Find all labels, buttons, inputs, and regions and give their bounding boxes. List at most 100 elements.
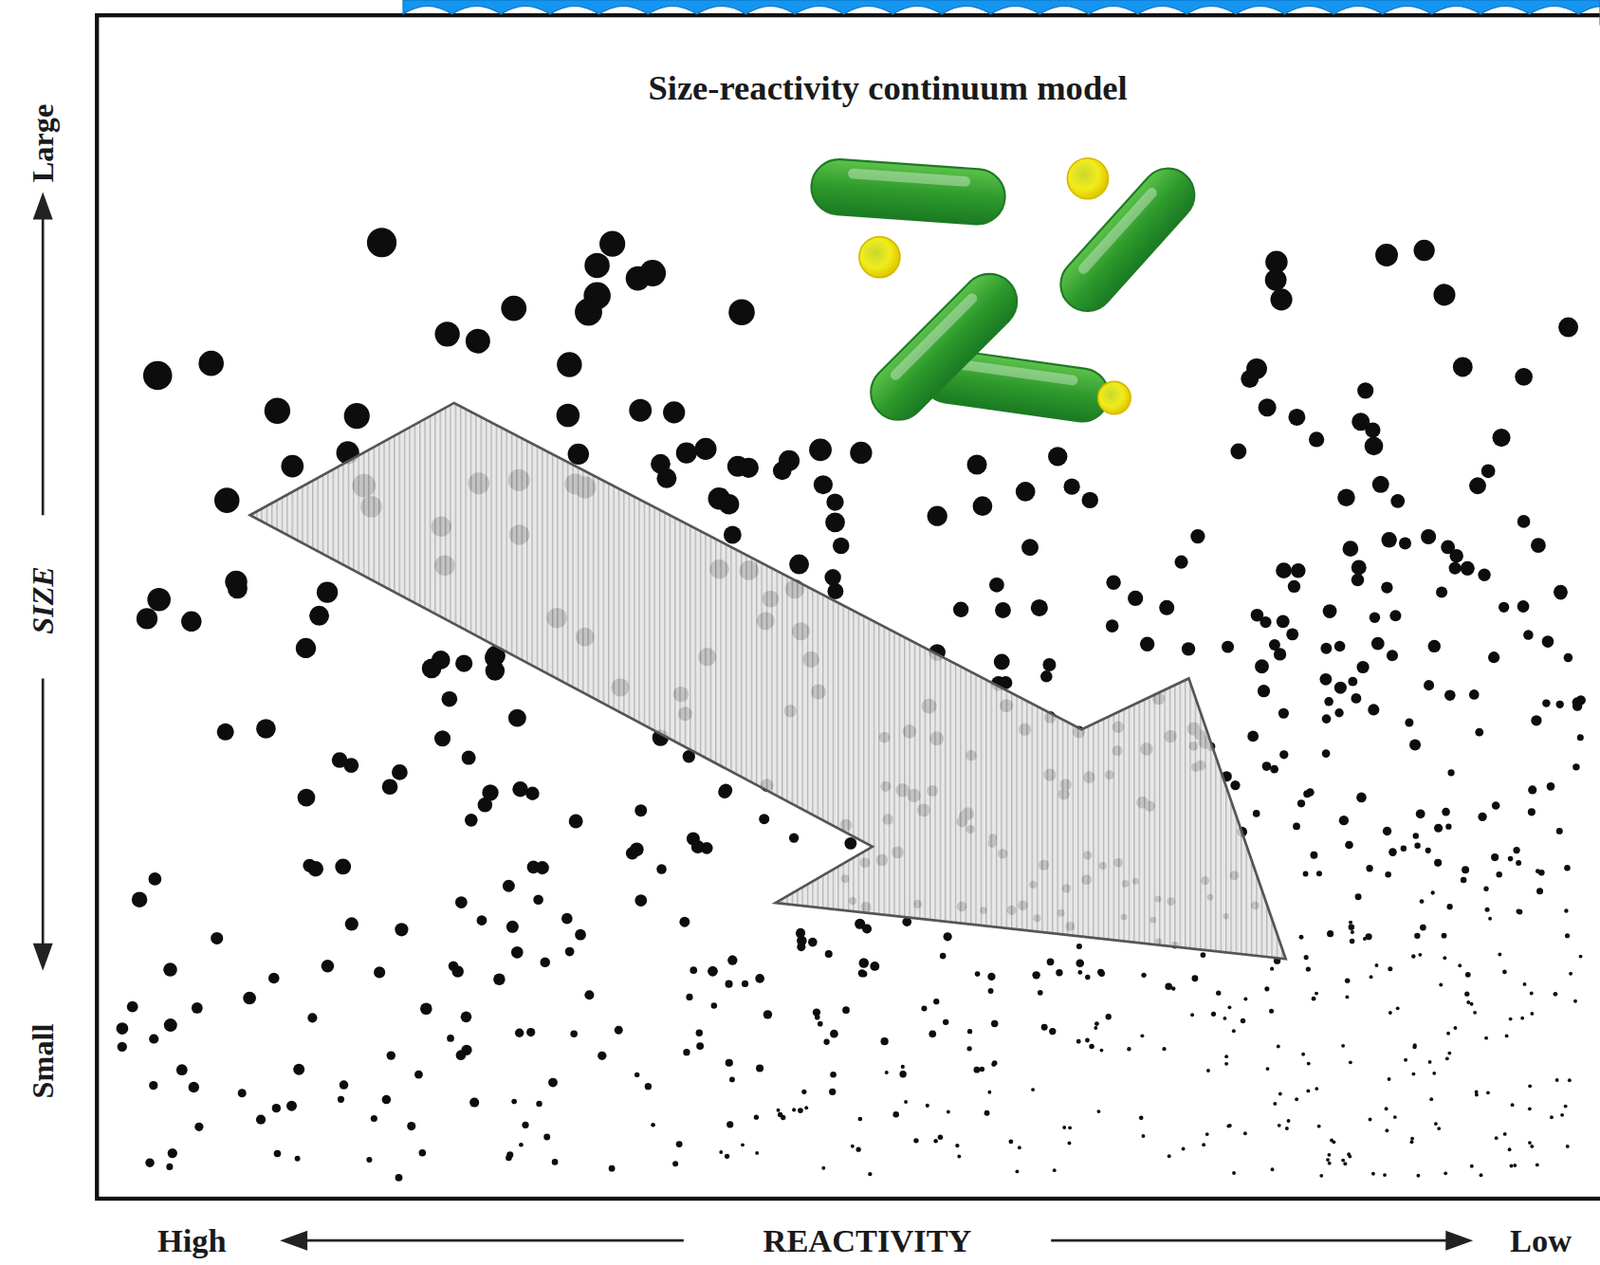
particle-dot	[1258, 398, 1277, 417]
particle-dot	[717, 785, 732, 799]
particle-dot	[316, 581, 338, 603]
particle-dot	[331, 752, 349, 769]
particle-dot	[1094, 1021, 1100, 1027]
particle-dot	[741, 980, 749, 988]
axis-end-label: Small	[27, 1023, 58, 1099]
particle-dot	[1221, 641, 1234, 654]
particle-dot	[1030, 1087, 1035, 1092]
particle-dot	[1317, 1124, 1322, 1129]
particle-dot	[727, 955, 737, 965]
particle-dot	[1191, 974, 1198, 982]
particle-dot	[955, 1143, 959, 1148]
particle-dot	[1140, 973, 1146, 978]
particle-dot	[1413, 832, 1419, 839]
particle-dot	[145, 1158, 154, 1167]
particle-dot	[1410, 1137, 1415, 1141]
particle-dot	[1326, 1153, 1331, 1158]
particle-dot	[979, 1066, 985, 1072]
particle-dot	[780, 1115, 786, 1121]
particle-dot	[116, 1022, 129, 1035]
particle-dot	[754, 1115, 759, 1121]
particle-dot	[1579, 955, 1583, 959]
particle-dot	[1264, 986, 1269, 992]
particle-dot	[307, 1012, 317, 1023]
particle-dot	[1339, 815, 1349, 826]
particle-dot	[928, 1029, 937, 1038]
particle-dot	[1098, 970, 1105, 977]
particle-dot	[676, 1140, 683, 1148]
particle-dot	[1470, 1002, 1474, 1007]
particle-dot	[217, 723, 235, 741]
particle-dot	[892, 1111, 900, 1119]
particle-dot	[1572, 700, 1582, 711]
particle-dot	[148, 1033, 159, 1044]
particle-dot	[808, 937, 818, 948]
particle-dot	[321, 959, 335, 974]
particle-dot	[953, 602, 969, 618]
particle-dot	[1337, 489, 1356, 508]
particle-dot	[1105, 619, 1120, 633]
particle-dot	[569, 814, 584, 829]
particle-dot	[1063, 478, 1080, 496]
particle-dot	[1444, 689, 1456, 701]
particle-dot	[656, 864, 666, 874]
particle-dot	[676, 442, 698, 464]
axis-title: REACTIVITY	[763, 1224, 973, 1257]
particle-dot	[1490, 853, 1499, 862]
particle-dot	[1563, 864, 1571, 872]
particle-dot	[344, 403, 370, 429]
particle-dot	[1382, 1173, 1387, 1178]
particle-dot	[1512, 1163, 1517, 1168]
particle-dot	[1181, 1147, 1186, 1152]
particle-dot	[1558, 317, 1579, 338]
particle-dot	[1356, 661, 1369, 674]
particle-dot	[1309, 851, 1318, 860]
particle-dot	[568, 443, 589, 465]
particle-dot	[809, 438, 832, 461]
particle-dot	[920, 1006, 927, 1012]
particle-dot	[1449, 562, 1462, 575]
particle-dots	[116, 227, 1586, 1182]
particle-dot	[148, 1081, 158, 1090]
particle-dot	[1266, 1066, 1270, 1071]
particle-dot	[1126, 1047, 1131, 1051]
particle-dot	[1067, 1141, 1072, 1146]
particle-dot	[795, 928, 806, 938]
particle-dot	[441, 691, 459, 708]
particle-dot	[1508, 1147, 1512, 1152]
particle-dot	[625, 266, 651, 292]
particle-dot	[1075, 958, 1085, 968]
particle-dot	[242, 992, 257, 1006]
particle-dot	[634, 1072, 640, 1078]
particle-dot	[1411, 1072, 1416, 1077]
particle-dot	[1278, 1092, 1283, 1097]
particle-dot	[913, 1138, 919, 1143]
particle-dot	[1351, 412, 1370, 431]
particle-dot	[1488, 651, 1500, 663]
particle-dot	[455, 655, 473, 673]
particle-dot	[1127, 590, 1143, 607]
particle-dot	[1389, 609, 1401, 622]
particle-dot	[1259, 616, 1271, 628]
particle-dot	[1232, 1029, 1236, 1033]
particle-dot	[989, 577, 1005, 593]
particle-dot	[832, 537, 850, 555]
particle-dot	[1470, 1164, 1474, 1169]
particle-dot	[1553, 992, 1559, 997]
particle-dot	[1466, 1000, 1471, 1005]
particle-dot	[1460, 877, 1468, 884]
particle-dot	[127, 1001, 139, 1013]
particle-dot	[1413, 239, 1435, 261]
particle-dot	[1243, 1131, 1248, 1136]
particle-dot	[1305, 966, 1311, 972]
particle-dot	[826, 493, 844, 511]
particle-dot	[1206, 1068, 1211, 1073]
particle-dot	[696, 1042, 704, 1050]
particle-dot	[1452, 356, 1473, 377]
particle-dot	[1555, 1078, 1560, 1083]
particle-dot	[535, 861, 550, 875]
particle-dot	[1055, 969, 1063, 976]
particle-dot	[801, 1089, 807, 1095]
particle-dot	[1502, 970, 1508, 975]
particle-dot	[1356, 792, 1367, 804]
